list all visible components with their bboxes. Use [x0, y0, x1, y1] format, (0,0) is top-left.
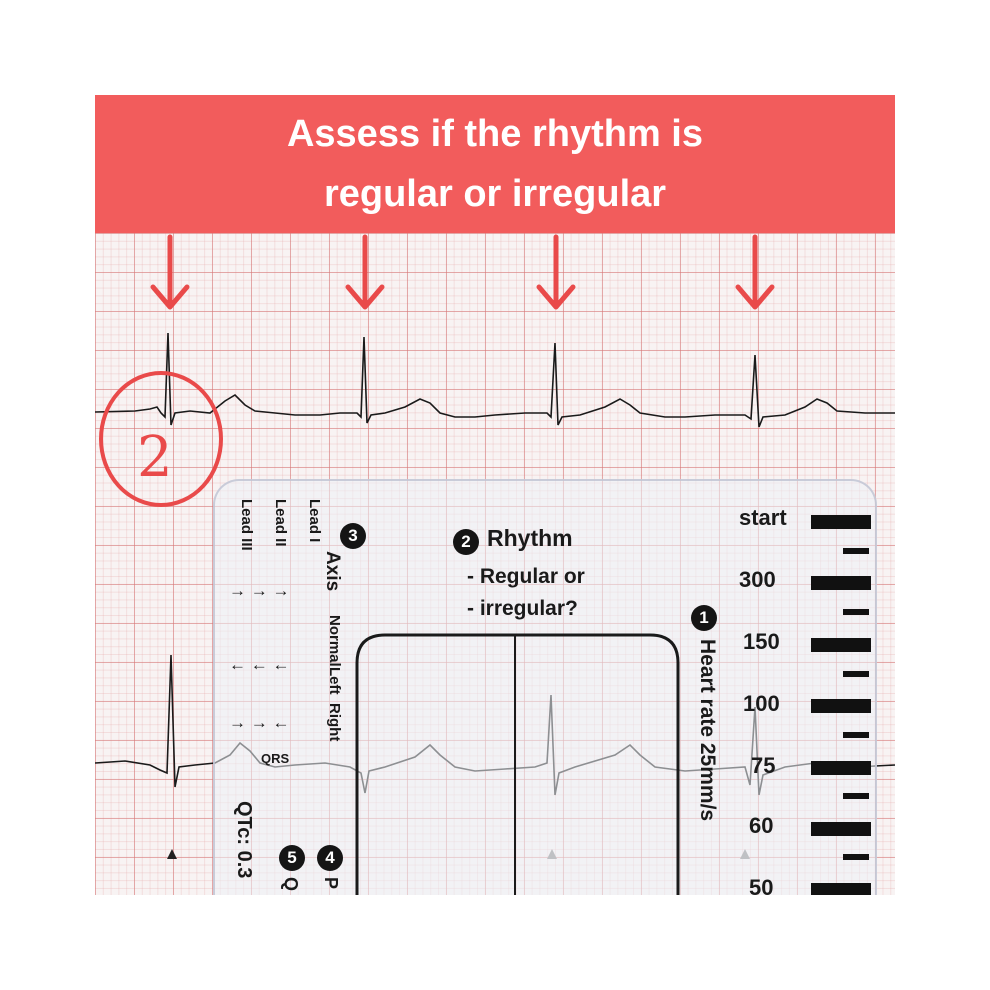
down-arrow-icon: [150, 234, 190, 310]
rhythm-line-2: - irregular?: [467, 597, 578, 620]
scale-label-150: 150: [743, 629, 780, 654]
rhythm-title: Rhythm: [487, 525, 573, 551]
ecg-trace-top: [95, 332, 895, 428]
lead-i-label: Lead I: [306, 499, 323, 543]
banner-line-1: Assess if the rhythm is: [286, 113, 704, 155]
image-frame: 2 3 Axis Lead I Lead II Lead III Normal …: [95, 95, 895, 895]
scale-label-75: 75: [751, 753, 776, 778]
qrs-label: QRS: [261, 751, 290, 766]
title-banner: Assess if the rhythm is regular or irreg…: [95, 95, 895, 233]
scale-label-50: 50: [749, 875, 774, 895]
badge-4: 4: [317, 845, 343, 871]
right-arrow-icon: → → ←: [229, 713, 290, 732]
axis-right-label: Right: [326, 703, 343, 742]
ruler-window: [355, 633, 680, 895]
scale-label-start: start: [739, 505, 787, 530]
p-fragment: P: [321, 877, 341, 890]
badge-5: 5: [279, 845, 305, 871]
heart-rate-title: Heart rate 25mm/s: [696, 639, 719, 822]
right-arrow-icon: → → →: [229, 581, 290, 600]
banner-line-2: regular or irregular: [323, 173, 667, 215]
axis-normal-label: Normal: [326, 615, 343, 667]
triangle-marker-icon: [167, 849, 177, 859]
scale-label-60: 60: [749, 813, 774, 838]
rhythm-line-1: - Regular or: [467, 565, 585, 588]
ecg-ruler: [213, 479, 877, 895]
axis-title: Axis: [322, 551, 343, 592]
down-arrow-icon: [735, 234, 775, 310]
lead-ii-label: Lead II: [272, 499, 289, 547]
q-fragment: Q: [281, 877, 301, 892]
axis-left-label: Left: [326, 667, 343, 695]
qtc-fragment: QTc: 0.3: [233, 801, 255, 879]
down-arrow-icon: [345, 234, 385, 310]
step-marker-number: 2: [137, 425, 173, 490]
rhythm-badge: 2: [453, 529, 479, 555]
down-arrow-icon: [536, 234, 576, 310]
circle-marker-icon: [99, 371, 223, 507]
scale-label-100: 100: [743, 691, 780, 716]
heart-rate-badge: 1: [691, 605, 717, 631]
left-arrow-icon: ← ← ←: [229, 655, 290, 674]
scale-label-300: 300: [739, 567, 776, 592]
lead-iii-label: Lead III: [238, 499, 255, 551]
axis-badge: 3: [340, 523, 366, 549]
